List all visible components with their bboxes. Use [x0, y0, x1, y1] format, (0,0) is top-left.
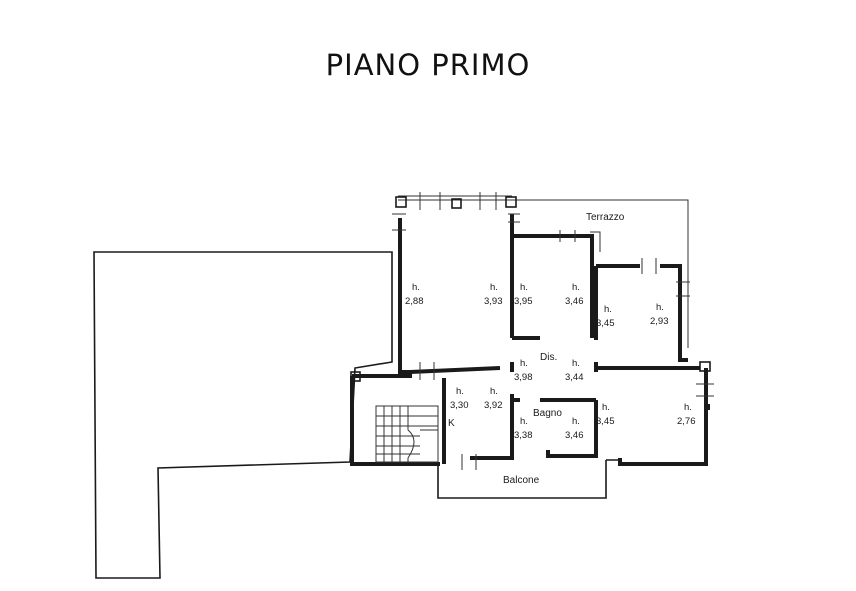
height-label: h.: [520, 358, 528, 369]
height-value: 2,88: [405, 296, 424, 307]
height-label: h.: [572, 282, 580, 293]
wall-room3: [512, 234, 594, 340]
height-value: 3,46: [565, 430, 584, 441]
height-value: 3,44: [565, 372, 584, 383]
height-label: h.: [412, 282, 420, 293]
wall-corridor-left-stub: [510, 362, 598, 372]
wall-right-lower: [618, 368, 710, 466]
wall-room4: [596, 264, 688, 362]
pillar-east: [699, 361, 711, 372]
height-value: 3,95: [514, 296, 533, 307]
pillar-nw: [395, 196, 407, 208]
window-marks: [392, 192, 714, 470]
height-value: 3,45: [596, 416, 615, 427]
height-annotations: h. 2,88 h. 3,93 h. 3,95 h. 3,46 h. 3,45 …: [405, 282, 696, 441]
roof-outline: [93, 251, 393, 579]
height-label: h.: [520, 416, 528, 427]
height-label: h.: [572, 416, 580, 427]
wall-stair-block: [350, 370, 440, 466]
terrace-door: [590, 231, 601, 252]
height-label: h.: [604, 304, 612, 315]
wall-bath: [512, 398, 598, 458]
height-label: h.: [490, 386, 498, 397]
height-label: h.: [456, 386, 464, 397]
wall-kitchen: [442, 378, 514, 464]
height-label: h.: [602, 402, 610, 413]
balcony-outline: [437, 459, 620, 499]
height-value: 3,45: [596, 318, 615, 329]
pillar-top-right: [505, 196, 517, 208]
height-label: h.: [572, 358, 580, 369]
stairs: [375, 405, 439, 463]
height-label: h.: [656, 302, 664, 313]
pillar-stair: [350, 371, 361, 382]
height-value: 2,93: [650, 316, 669, 327]
height-label: h.: [684, 402, 692, 413]
height-label: h.: [490, 282, 498, 293]
height-label: h.: [520, 282, 528, 293]
pillar-top-mid: [451, 198, 462, 209]
height-value: 3,93: [484, 296, 503, 307]
room-label-dis: Dis.: [540, 352, 557, 363]
room-label-terrazzo: Terrazzo: [586, 212, 625, 223]
room-label-k: K: [448, 418, 455, 429]
height-value: 3,30: [450, 400, 469, 411]
room-label-balcone: Balcone: [503, 475, 540, 486]
height-value: 3,38: [514, 430, 533, 441]
wall-corridor-top: [409, 366, 700, 374]
wall-left-main: [398, 218, 410, 374]
page-title: PIANO PRIMO: [325, 48, 531, 82]
terrace-rail-top: [398, 195, 689, 348]
height-value: 2,76: [677, 416, 696, 427]
height-value: 3,98: [514, 372, 533, 383]
room-label-bagno: Bagno: [533, 408, 562, 419]
height-value: 3,92: [484, 400, 503, 411]
height-value: 3,46: [565, 296, 584, 307]
